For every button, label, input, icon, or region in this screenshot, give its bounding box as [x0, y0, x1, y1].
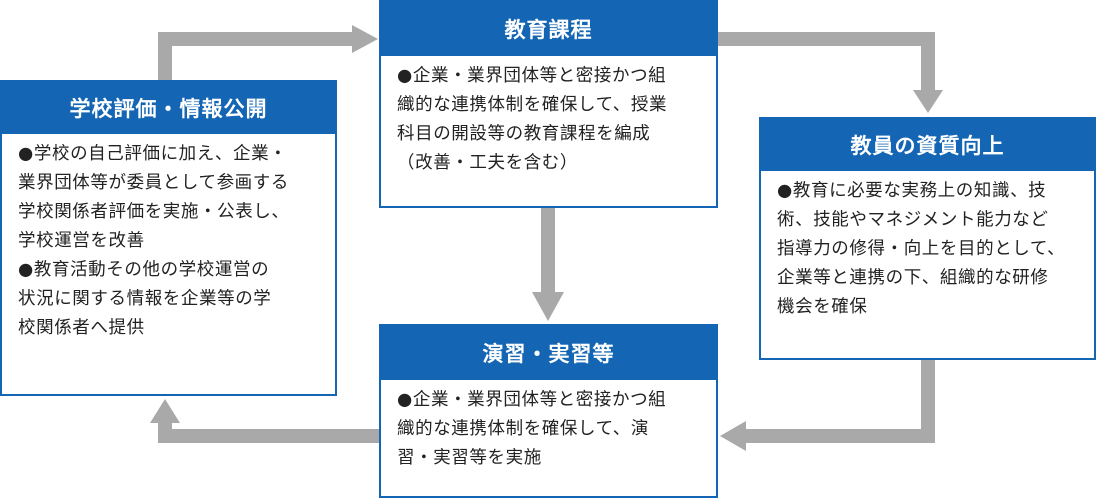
school-evaluation-title: 学校評価・情報公開: [2, 82, 335, 134]
arrow-faculty-to-practice: [720, 360, 935, 451]
practice-description: ●企業・業界団体等と密接かつ組 織的な連携体制を確保して、演 習・実習等を実施: [397, 390, 667, 468]
arrow-curriculum-to-faculty: [718, 32, 943, 113]
curriculum-title: 教育課程: [381, 2, 716, 56]
school-evaluation-description: ●学校の自己評価に加え、企業・ 業界団体等が委員として参画する 学校関係者評価を…: [18, 144, 290, 338]
school-evaluation-box: 学校評価・情報公開 ●学校の自己評価に加え、企業・ 業界団体等が委員として参画す…: [0, 80, 337, 396]
arrow-practice-to-evaluation: [150, 399, 379, 443]
arrow-evaluation-to-curriculum: [158, 25, 378, 82]
arrow-curriculum-to-practice: [532, 208, 564, 321]
faculty-development-box: 教員の資質向上 ●教育に必要な実務上の知識、技 術、技能やマネジメント能力など …: [759, 117, 1096, 360]
practice-title: 演習・実習等: [381, 326, 716, 380]
practice-box: 演習・実習等 ●企業・業界団体等と密接かつ組 織的な連携体制を確保して、演 習・…: [379, 324, 718, 498]
faculty-development-description: ●教育に必要な実務上の知識、技 術、技能やマネジメント能力など 指導力の修得・向…: [777, 181, 1066, 317]
faculty-development-title: 教員の資質向上: [761, 119, 1094, 171]
curriculum-description: ●企業・業界団体等と密接かつ組 織的な連携体制を確保して、授業 科目の開設等の教…: [397, 66, 668, 173]
curriculum-box: 教育課程 ●企業・業界団体等と密接かつ組 織的な連携体制を確保して、授業 科目の…: [379, 0, 718, 208]
